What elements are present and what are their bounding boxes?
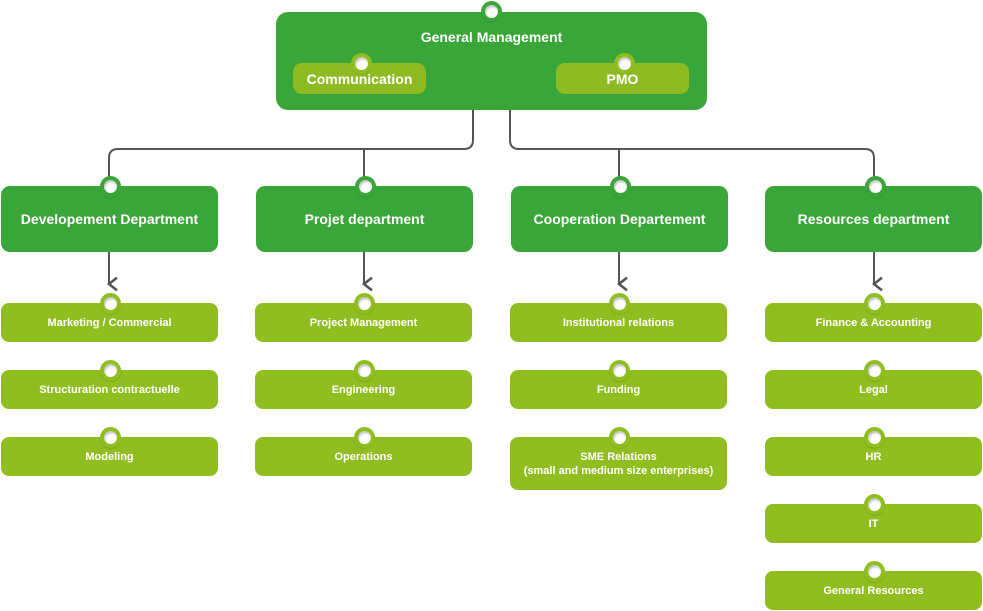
connector-pin-icon xyxy=(864,494,885,515)
unit-label: Structuration contractuelle xyxy=(39,383,180,396)
general-management-title: General Management xyxy=(420,29,563,45)
dept-title: Resources department xyxy=(797,211,950,227)
connector-pin-icon xyxy=(355,176,376,197)
connector-pin-icon xyxy=(609,293,630,314)
connector-pin-icon xyxy=(351,53,372,74)
connector-pin-icon xyxy=(481,1,502,22)
dept-title: Developement Department xyxy=(20,211,199,227)
unit-structuration-contractuelle[interactable]: Structuration contractuelle xyxy=(1,370,218,409)
connector-root-to-right-depts xyxy=(509,110,875,186)
unit-label: Funding xyxy=(596,383,641,396)
connector-pin-icon xyxy=(864,360,885,381)
connector-pin-icon xyxy=(354,427,375,448)
connector-pin-icon xyxy=(100,293,121,314)
connector-root-to-left-depts xyxy=(108,110,474,186)
dept-projet[interactable]: Projet department xyxy=(256,186,473,252)
unit-label: Engineering xyxy=(331,383,396,396)
pmo-label: PMO xyxy=(606,70,639,87)
unit-label: Project Management xyxy=(309,316,418,329)
connector-pin-icon xyxy=(864,561,885,582)
unit-label: General Resources xyxy=(823,584,924,597)
unit-label: Operations xyxy=(334,450,393,463)
connector-pin-icon xyxy=(609,427,630,448)
connector-pin-icon xyxy=(864,293,885,314)
unit-label: SME Relations xyxy=(580,450,657,463)
dept-title: Cooperation Departement xyxy=(533,211,706,227)
connector-pin-icon xyxy=(100,176,121,197)
connector-pin-icon xyxy=(614,53,635,74)
connector-pin-icon xyxy=(610,176,631,197)
connector-pin-icon xyxy=(354,360,375,381)
communication-label: Communication xyxy=(306,70,413,87)
dept-resources[interactable]: Resources department xyxy=(765,186,982,252)
dept-cooperation[interactable]: Cooperation Departement xyxy=(511,186,728,252)
connector-pin-icon xyxy=(864,427,885,448)
dept-title: Projet department xyxy=(304,211,425,227)
unit-label: Legal xyxy=(859,383,888,396)
dept-developement[interactable]: Developement Department xyxy=(1,186,218,252)
connector-pin-icon xyxy=(100,427,121,448)
unit-sublabel: (small and medium size enterprises) xyxy=(523,464,714,477)
connector-pin-icon xyxy=(865,176,886,197)
connector-pin-icon xyxy=(354,293,375,314)
unit-label: Marketing / Commercial xyxy=(47,316,172,329)
unit-label: HR xyxy=(865,450,882,463)
connector-pin-icon xyxy=(609,360,630,381)
unit-label: IT xyxy=(868,517,879,530)
connector-pin-icon xyxy=(100,360,121,381)
general-management-node[interactable]: General Management Communication PMO xyxy=(276,12,707,110)
unit-legal[interactable]: Legal xyxy=(765,370,982,409)
unit-label: Finance & Accounting xyxy=(815,316,932,329)
unit-label: Modeling xyxy=(85,450,134,463)
unit-label: Institutional relations xyxy=(562,316,675,329)
